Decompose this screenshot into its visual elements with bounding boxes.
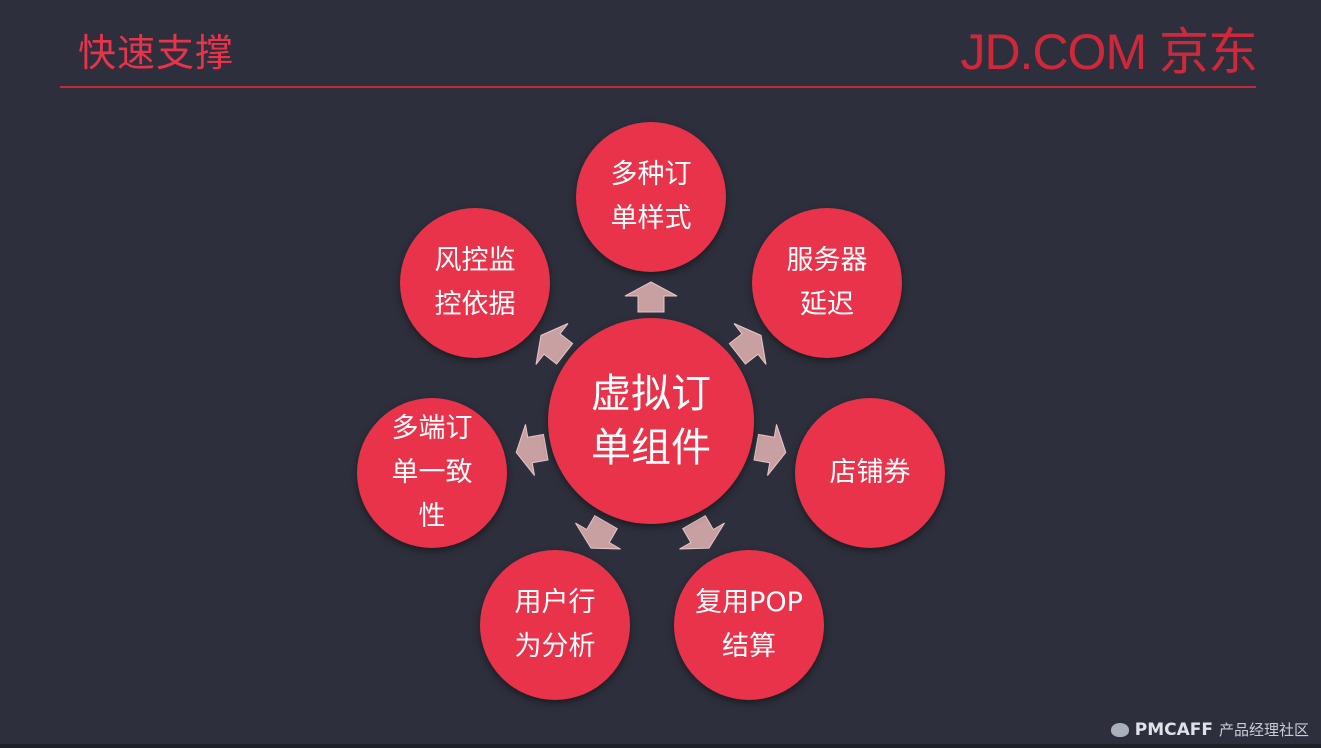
slide-title: 快速支撑 [78,31,235,75]
node-label: 风控监 控依据 [434,245,516,320]
outward-arrow-icon [728,323,767,365]
diagram-node-user-behavior: 用户行 为分析 [480,550,630,700]
outward-arrow-icon [679,514,725,550]
diagram-node-pop-settlement: 复用POP 结算 [674,550,824,700]
diagram-node-multi-end-consistency: 多端订 单一致 性 [357,398,507,548]
diagram-node-server-latency: 服务器 延迟 [752,208,902,358]
diagram-node-risk-control: 风控监 控依据 [400,208,550,358]
outward-arrow-icon [753,424,787,476]
diagram-node-order-styles: 多种订 单样式 [576,122,726,272]
outward-arrow-icon [575,514,621,550]
title-divider [60,86,1256,88]
diagram-center-virtual-order: 虚拟订 单组件 [548,318,754,524]
node-label: 多端订 单一致 性 [391,413,473,532]
coffee-cup-icon [1110,722,1129,737]
watermark-text: 产品经理社区 [1218,721,1309,739]
node-label: 复用POP 结算 [695,587,803,662]
outward-arrow-icon [624,281,678,313]
watermark-brand: PMCAFF [1134,719,1213,740]
node-label: 店铺券 [829,457,911,488]
node-label: 多种订 单样式 [610,159,692,234]
node-label: 用户行 为分析 [514,587,596,662]
pmcaff-watermark: PMCAFF 产品经理社区 [1110,719,1309,740]
outward-arrow-icon [535,323,574,365]
jd-logo: JD.COM 京东 [960,24,1258,80]
diagram-node-store-coupon: 店铺券 [795,398,945,548]
bottom-bar [0,744,1321,748]
node-label: 服务器 延迟 [786,245,868,320]
outward-arrow-icon [515,424,549,476]
center-label: 虚拟订 单组件 [591,371,711,471]
